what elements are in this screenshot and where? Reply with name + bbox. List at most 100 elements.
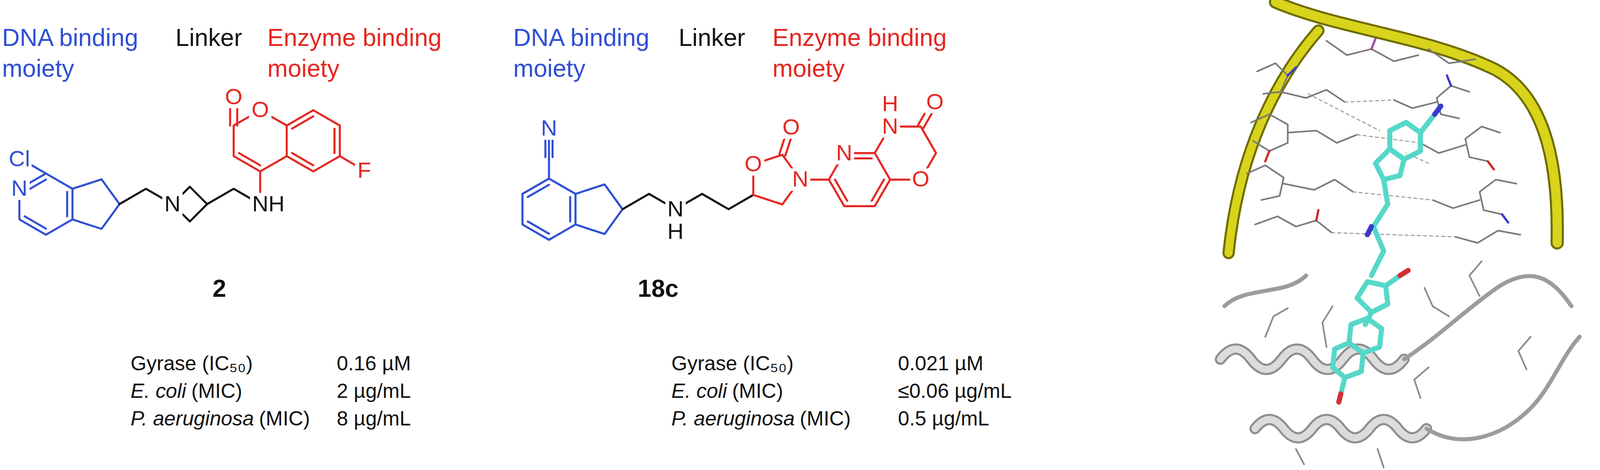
atom-label: N: [162, 192, 183, 216]
art-stroke: [1287, 67, 1296, 76]
compound-number: 18c: [637, 273, 679, 305]
art-stroke: [1308, 93, 1380, 131]
art-stroke: [522, 178, 576, 240]
assay-value: ≤0.06 µg/mL: [898, 378, 1013, 405]
art-stroke: [1434, 106, 1441, 115]
art-stroke: [1332, 114, 1435, 395]
art-stroke: [1257, 63, 1289, 95]
species-name: E. coli: [130, 378, 187, 405]
art-stroke: [1265, 261, 1531, 468]
moiety-heading: Enzyme binding moiety: [267, 22, 472, 84]
art-stroke: [1228, 30, 1318, 254]
art-stroke: [575, 184, 623, 234]
art-stroke: [292, 152, 314, 166]
art-stroke: [548, 159, 550, 179]
dna-binding-bonds: [19, 159, 120, 235]
atom-label: N: [880, 115, 901, 138]
art-stroke: [1414, 367, 1429, 399]
art-stroke: [1371, 38, 1376, 49]
art-stroke: [1224, 275, 1307, 307]
assay-value: 2 µg/mL: [336, 378, 411, 405]
art-stroke: [1255, 419, 1427, 438]
atom-label: O: [222, 85, 245, 109]
art-stroke: [1424, 287, 1449, 317]
atom-label: N: [790, 168, 811, 192]
atom-label: O: [249, 98, 272, 122]
art-stroke: [1465, 126, 1501, 162]
atom-label: H: [880, 92, 901, 116]
art-stroke: [24, 216, 46, 229]
assay-name: (MIC): [799, 406, 851, 432]
art-stroke: [1447, 75, 1452, 86]
art-stroke: [1255, 419, 1427, 438]
art-stroke: [292, 116, 314, 129]
art-stroke: [1316, 210, 1318, 221]
assay-name: Gyrase (IC₅₀): [671, 350, 794, 377]
art-stroke: [1338, 393, 1341, 402]
enzyme-binding-bonds: [753, 100, 938, 206]
art-stroke: [1352, 192, 1433, 201]
art-stroke: [1385, 275, 1401, 286]
atom-label: O: [742, 152, 764, 176]
art-stroke: [527, 184, 549, 198]
docking-illustration: [1220, 1, 1580, 468]
art-stroke: [1371, 179, 1388, 276]
atom-label: Cl: [6, 147, 33, 171]
assay-name: Gyrase (IC₅₀): [130, 350, 253, 377]
art-stroke: [1404, 276, 1572, 360]
assay-name: (MIC): [259, 406, 311, 432]
art-stroke: [66, 192, 68, 217]
art-stroke: [72, 179, 120, 229]
enzyme-binding-bonds: [230, 96, 365, 204]
art-stroke: [1518, 336, 1531, 370]
linker-bonds: [119, 186, 261, 222]
compound-number: 2: [212, 273, 227, 305]
art-stroke: [1283, 179, 1353, 193]
art-stroke: [622, 193, 754, 210]
species-name: P. aeruginosa: [671, 406, 795, 432]
art-stroke: [1455, 230, 1521, 244]
moiety-heading: DNA binding moiety: [513, 22, 677, 84]
species-name: E. coli: [671, 378, 728, 405]
art-stroke: [1246, 165, 1284, 201]
art-stroke: [333, 128, 336, 153]
art-stroke: [1469, 261, 1482, 297]
art-stroke: [1338, 106, 1441, 402]
assay-value: 0.021 µM: [898, 350, 984, 377]
atom-label: F: [355, 159, 374, 182]
assay-name: (MIC): [191, 378, 243, 405]
atom-label: N: [665, 197, 686, 221]
art-stroke: [1426, 336, 1580, 440]
art-stroke: [1502, 214, 1509, 223]
atom-label: N: [538, 117, 560, 140]
art-stroke: [1479, 179, 1517, 215]
assay-value: 0.5 µg/mL: [898, 406, 990, 432]
moiety-heading: DNA binding moiety: [1, 22, 165, 84]
assay-name: (MIC): [732, 378, 784, 405]
atom-label: O: [780, 116, 803, 139]
moiety-heading: Enzyme binding moiety: [772, 22, 977, 84]
art-stroke: [569, 197, 572, 222]
art-stroke: [1322, 305, 1333, 347]
art-stroke: [1345, 100, 1395, 102]
art-stroke: [1420, 114, 1435, 133]
art-stroke: [1400, 270, 1409, 276]
art-stroke: [1428, 49, 1476, 64]
art-stroke: [835, 179, 848, 201]
atom-label: O: [910, 168, 932, 192]
art-stroke: [1393, 100, 1437, 109]
art-stroke: [1356, 281, 1388, 313]
art-stroke: [238, 152, 261, 166]
art-stroke: [1487, 161, 1494, 170]
atom-label: N: [9, 177, 30, 201]
art-stroke: [1265, 308, 1288, 337]
art-stroke: [1295, 448, 1305, 464]
atom-label: H: [665, 220, 686, 244]
art-stroke: [1220, 349, 1405, 370]
art-stroke: [1432, 199, 1480, 209]
art-stroke: [1228, 30, 1318, 254]
species-name: P. aeruginosa: [130, 406, 254, 432]
art-stroke: [1220, 349, 1405, 370]
moiety-heading: Linker: [175, 22, 243, 54]
